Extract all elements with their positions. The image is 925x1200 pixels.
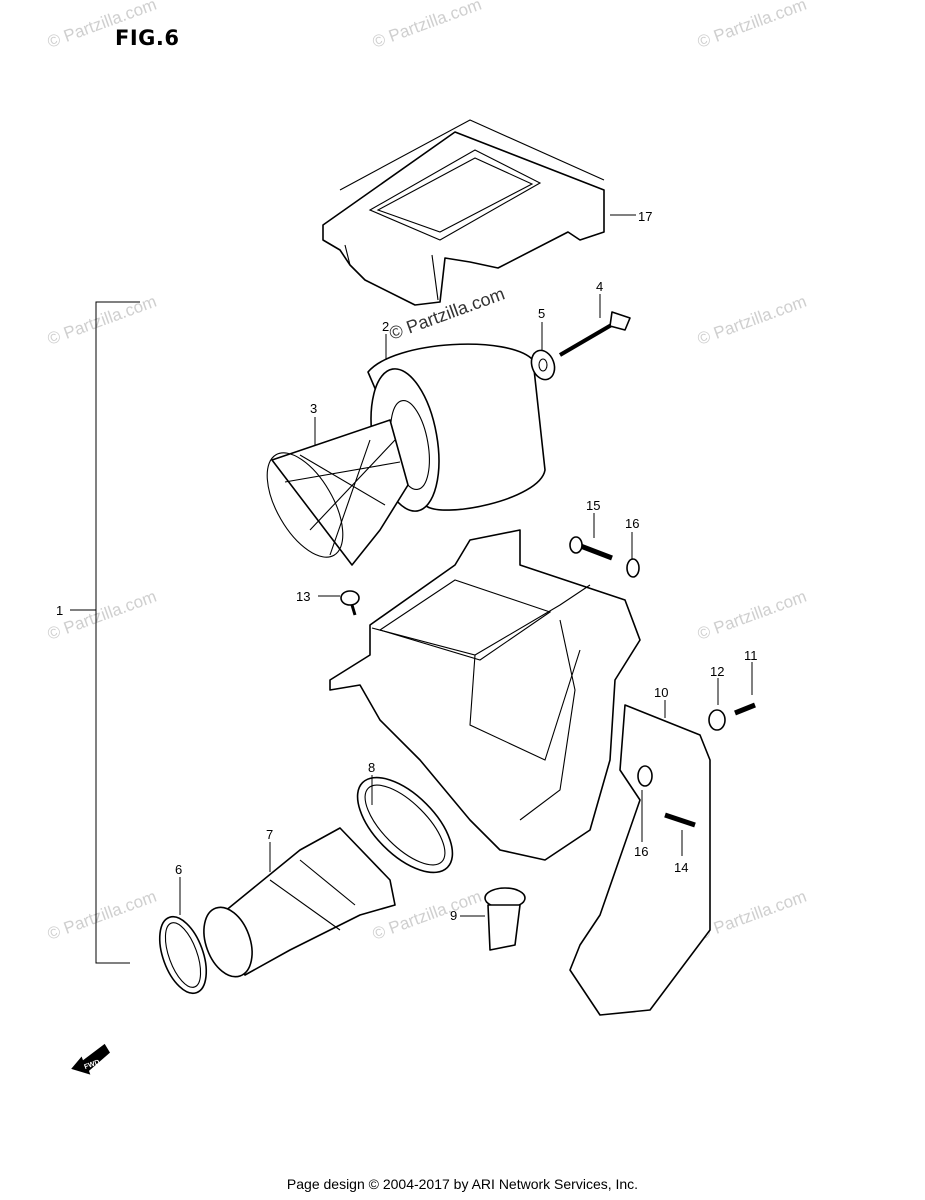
- part-12-washer[interactable]: [708, 709, 726, 731]
- page-footer: Page design © 2004-2017 by ARI Network S…: [286, 1176, 639, 1192]
- part-13-screw[interactable]: [340, 590, 360, 616]
- part-6-band-clamp[interactable]: [151, 911, 216, 1000]
- watermark-text: © Partzilla.com: [695, 292, 809, 349]
- part-5-washer[interactable]: [528, 347, 559, 383]
- watermark-text: © Partzilla.com: [45, 887, 159, 944]
- part-16-washer-lower[interactable]: [637, 765, 653, 787]
- callout-7: 7: [266, 827, 273, 842]
- watermark-text: © Partzilla.com: [45, 292, 159, 349]
- callout-16-lower: 16: [634, 844, 648, 859]
- callout-14: 14: [674, 860, 688, 875]
- callout-13: 13: [296, 589, 310, 604]
- assembly-bracket: [70, 301, 140, 964]
- part-3-filter-cage[interactable]: [252, 419, 409, 569]
- part-7-intake-boot[interactable]: [195, 827, 396, 983]
- callout-11: 11: [744, 648, 758, 663]
- part-8-clamp[interactable]: [341, 761, 468, 888]
- callout-9: 9: [450, 908, 457, 923]
- callout-15: 15: [586, 498, 600, 513]
- callout-6: 6: [175, 862, 182, 877]
- callout-labels: 1 2 3 4 5 6 7 8 9 10 11 12 13 14 15 16 1…: [56, 209, 758, 923]
- leader-lines: [179, 214, 753, 917]
- watermark-text: © Partzilla.com: [370, 0, 484, 52]
- part-17-cover[interactable]: [322, 119, 605, 306]
- callout-10: 10: [654, 685, 668, 700]
- air-box-case[interactable]: [329, 529, 641, 861]
- callout-17: 17: [638, 209, 652, 224]
- part-16-washer-upper[interactable]: [626, 558, 640, 578]
- part-10-bracket[interactable]: [569, 704, 711, 1016]
- watermark-text: © Partzilla.com: [45, 0, 159, 52]
- callout-5: 5: [538, 306, 545, 321]
- part-9-drain-plug[interactable]: [484, 887, 526, 951]
- watermark-text: © Partzilla.com: [695, 887, 809, 944]
- callout-8: 8: [368, 760, 375, 775]
- watermark-text: © Partzilla.com: [695, 587, 809, 644]
- figure-title: FIG.6: [115, 26, 180, 50]
- callout-12: 12: [710, 664, 724, 679]
- callout-2: 2: [382, 319, 389, 334]
- fwd-arrow-icon: FWD: [71, 1043, 110, 1075]
- callout-3: 3: [310, 401, 317, 416]
- part-15-bolt[interactable]: [569, 536, 613, 561]
- watermark-text: © Partzilla.com: [695, 0, 809, 52]
- callout-1: 1: [56, 603, 63, 618]
- part-4-wing-bolt[interactable]: [558, 311, 631, 357]
- part-11-bolt[interactable]: [734, 702, 756, 716]
- callout-16-upper: 16: [625, 516, 639, 531]
- callout-4: 4: [596, 279, 603, 294]
- part-14-bolt[interactable]: [664, 812, 696, 828]
